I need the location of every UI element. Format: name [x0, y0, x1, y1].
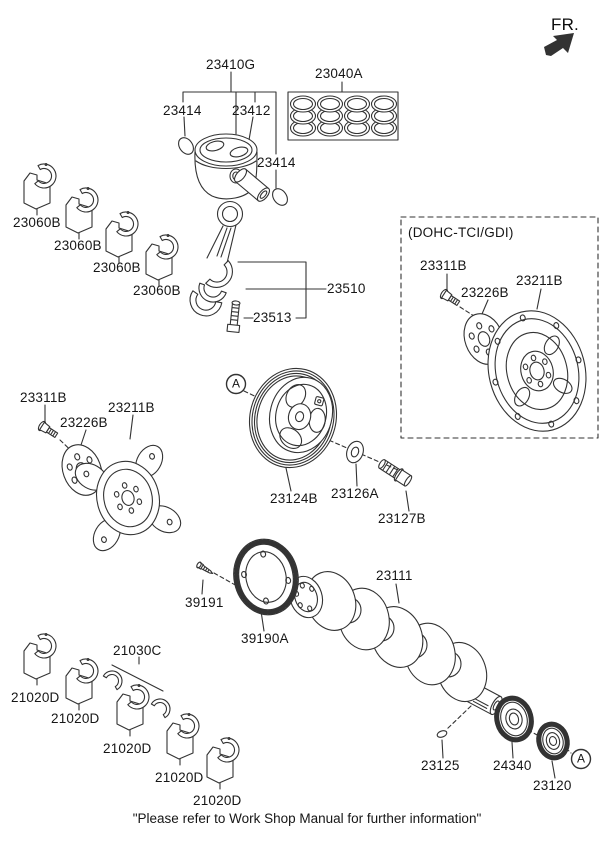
callout-dohc-adapter-plate: 23226B	[461, 285, 509, 300]
callout-piston-kit: 23410G	[206, 57, 256, 72]
callout-flexplate-bolt: 23311B	[20, 390, 67, 405]
callout-pulley-bolt: 23127B	[378, 511, 426, 526]
callout-crank-gear: 23120	[533, 778, 572, 793]
crank-sprocket	[494, 695, 534, 743]
conrod-leaders	[237, 261, 327, 319]
fr-direction-arrow-icon	[544, 33, 574, 56]
flexplate-group	[36, 404, 182, 552]
footer-note: "Please refer to Work Shop Manual for fu…	[132, 811, 482, 826]
callout-conrod-bearing-4: 23060B	[133, 283, 181, 298]
detail-marker-a-gear: A	[576, 751, 586, 766]
callout-thrust-washer-set: 21030C	[113, 643, 162, 658]
callout-sensor-wheel: 39190A	[241, 631, 289, 646]
callout-snap-ring-right: 23414	[257, 155, 296, 170]
callout-conrod-bearing-3: 23060B	[93, 260, 141, 275]
crank-nose-parts	[436, 695, 592, 779]
callout-main-bearing-2: 21020D	[51, 711, 100, 726]
callout-pulley-washer: 23126A	[331, 486, 379, 501]
crank-gear	[536, 721, 570, 761]
callout-snap-ring-left: 23414	[163, 103, 202, 118]
callout-crankshaft: 23111	[376, 568, 413, 583]
dohc-variant-title: (DOHC-TCI/GDI)	[408, 225, 514, 240]
callout-conrod-bolt: 23513	[253, 310, 292, 325]
callout-crank-sprocket: 24340	[493, 758, 532, 773]
woodruff-key	[436, 730, 448, 738]
pulley-washer	[346, 440, 364, 464]
callout-main-bearing-5: 21020D	[193, 793, 242, 808]
callout-piston-ring-set: 23040A	[315, 66, 363, 81]
sensor-wheel-screw	[196, 561, 214, 575]
conrod-bolt	[226, 300, 241, 334]
crank-position-sensor-wheel	[196, 538, 299, 632]
callout-flexplate: 23211B	[108, 400, 155, 415]
callout-woodruff-key: 23125	[421, 758, 460, 773]
detail-marker-a-pulley: A	[231, 376, 241, 391]
damper-pulley-group	[225, 367, 413, 512]
callout-flexplate-adapter: 23226B	[60, 415, 108, 430]
dohc-variant-box	[400, 216, 599, 439]
fr-direction-label: FR.	[551, 15, 579, 34]
pulley-bolt	[378, 459, 413, 487]
callout-main-bearing-1: 21020D	[11, 690, 60, 705]
callout-connecting-rod: 23510	[327, 281, 366, 296]
crankshaft	[288, 571, 503, 716]
callout-conrod-bearing-1: 23060B	[13, 215, 61, 230]
callout-conrod-bearing-2: 23060B	[54, 238, 102, 253]
snap-ring-right	[272, 188, 288, 206]
thrust-washer-set	[102, 656, 171, 719]
callout-damper-pulley: 23124B	[270, 491, 318, 506]
connecting-rod	[189, 200, 244, 317]
callout-dohc-bolt: 23311B	[420, 258, 467, 273]
callout-dohc-drive-plate: 23211B	[516, 273, 563, 288]
piston-pin	[233, 168, 271, 202]
callout-piston-pin: 23412	[232, 103, 271, 118]
callout-sensor-wheel-screw: 39191	[185, 595, 224, 610]
snap-ring-left	[178, 137, 194, 155]
piston-group-bracket	[182, 71, 343, 189]
piston-ring-set	[287, 91, 399, 141]
callout-main-bearing-4: 21020D	[155, 770, 204, 785]
callout-main-bearing-3: 21020D	[103, 741, 152, 756]
